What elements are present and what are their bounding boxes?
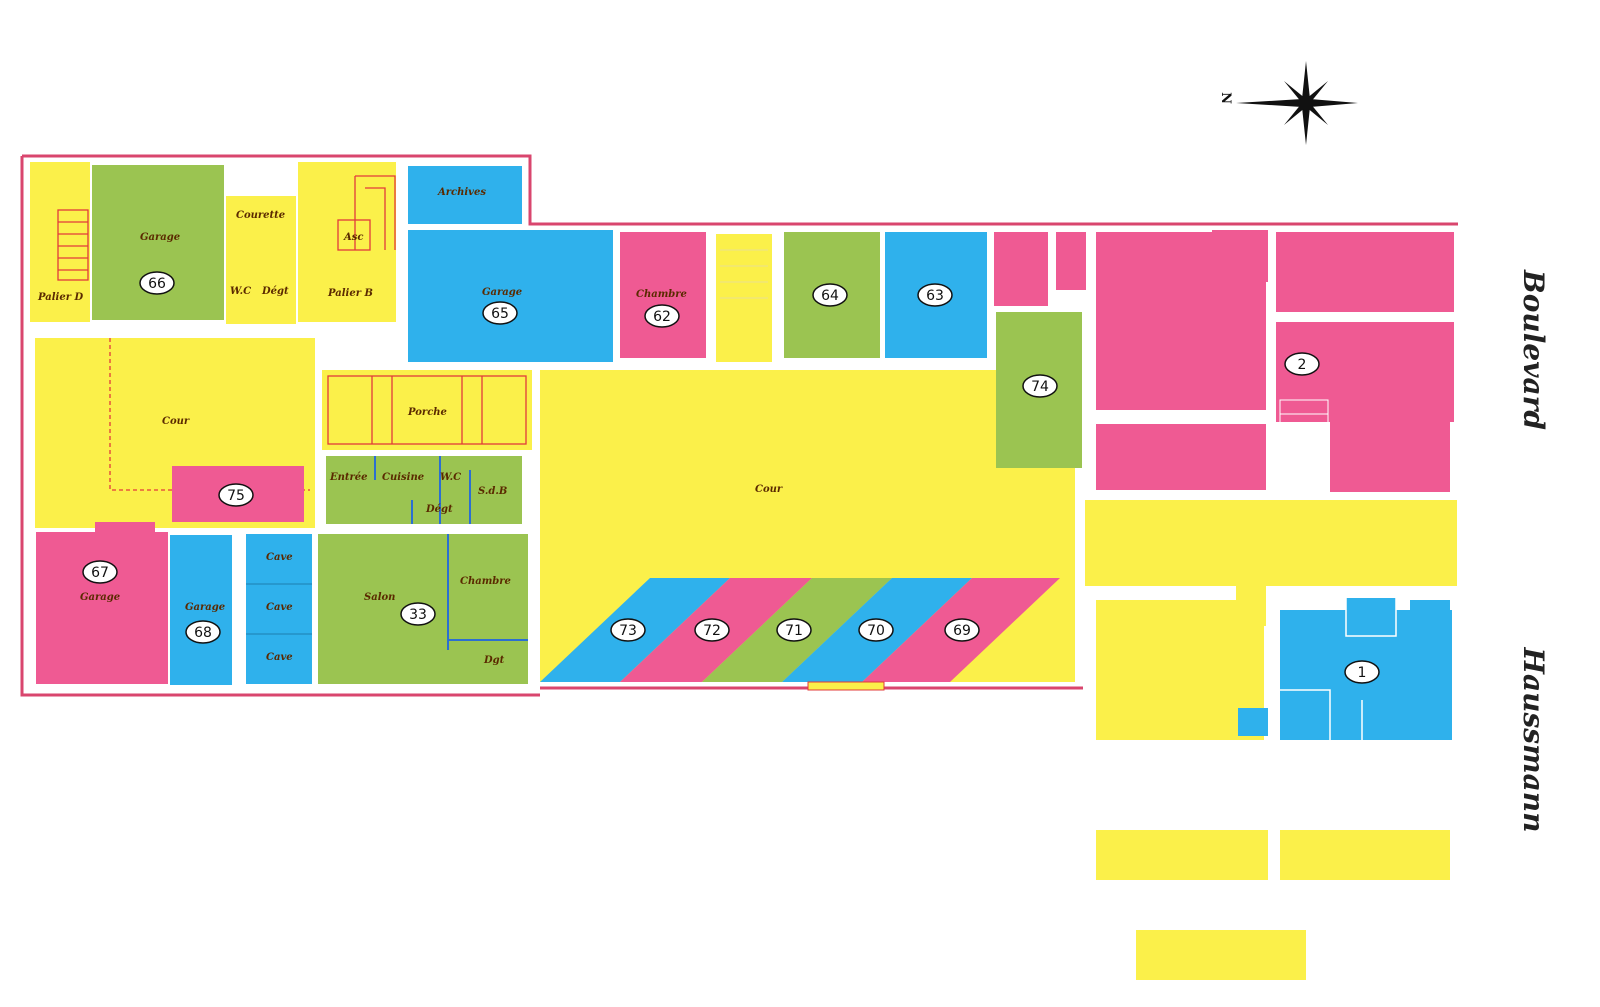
lot-badge-33 [400, 602, 436, 626]
lot-number-66: 66 [148, 276, 166, 292]
lot-number-63: 63 [926, 288, 944, 304]
room-label-cour-main: Cour [755, 484, 783, 495]
lot-number-70: 70 [867, 623, 885, 639]
lot-number-64: 64 [821, 288, 839, 304]
lot-number-1: 1 [1358, 665, 1367, 681]
lot-number-33: 33 [409, 607, 427, 623]
archives [408, 166, 522, 224]
garage-68 [170, 535, 232, 685]
lot-number-72: 72 [703, 623, 721, 639]
room-label-archives: Archives [437, 187, 486, 198]
room-label-cour-left: Cour [162, 416, 190, 427]
lot-badge-65 [482, 301, 518, 325]
caves [246, 534, 312, 684]
lot-2-stair-icon [1279, 399, 1329, 487]
lot-number-2: 2 [1298, 357, 1307, 373]
lot-number-62: 62 [653, 309, 671, 325]
lot-badge-69 [944, 618, 980, 642]
lot-badge-75 [218, 483, 254, 507]
room-label-asc: Asc [343, 232, 363, 243]
room-label-garage-67: Garage [80, 592, 120, 603]
lot-badge-2 [1284, 352, 1320, 376]
porche [322, 370, 532, 450]
lot-number-74: 74 [1031, 379, 1049, 395]
yellow-block-1 [1096, 830, 1268, 880]
lot-badge-63 [917, 283, 953, 307]
lot-badge-71 [776, 618, 812, 642]
yellow-block-3 [1136, 930, 1306, 980]
entree-cuisine [326, 456, 522, 524]
room-label-garage-66: Garage [140, 232, 180, 243]
lot-badge-72 [694, 618, 730, 642]
lot-badge-68 [185, 620, 221, 644]
compass-rose-icon [1236, 61, 1358, 145]
stair-b-area [298, 162, 396, 322]
lot-1-partitions [1280, 598, 1397, 740]
room-label-cave-3: Cave [266, 652, 293, 663]
room-label-palier-b: Palier B [327, 288, 373, 299]
passage [1085, 500, 1457, 586]
room-label-cave-1: Cave [266, 552, 293, 563]
lot-number-75: 75 [227, 488, 245, 504]
room-label-wc-top: W.C [230, 286, 251, 297]
compass-north-letter: N [1218, 92, 1233, 104]
lot-badge-64 [812, 283, 848, 307]
apartment-partitions [374, 456, 471, 524]
lot-2 [1096, 230, 1454, 492]
lot-badge-67 [82, 560, 118, 584]
room-label-chambre-62: Chambre [636, 289, 687, 300]
room-label-dgt-mid: Dégt [425, 504, 453, 515]
pink-small-2 [1056, 232, 1086, 290]
room-label-courette: Courette [236, 210, 285, 221]
lot-badge-70 [858, 618, 894, 642]
room-label-porche: Porche [407, 407, 447, 418]
lot-number-71: 71 [785, 623, 803, 639]
lot-badge-66 [139, 271, 175, 295]
room-label-cave-2: Cave [266, 602, 293, 613]
staircase-b-icon [337, 175, 396, 251]
stairwell-middle-lines-icon [720, 249, 768, 299]
lot-badge-73 [610, 618, 646, 642]
yellow-block-2 [1280, 830, 1450, 880]
street-name-boulevard: Boulevard [1517, 269, 1550, 430]
room-label-wc-mid: W.C [440, 472, 461, 483]
room-label-garage-68: Garage [185, 602, 225, 613]
room-label-garage-65: Garage [482, 287, 522, 298]
staircase-d-icon [57, 209, 89, 281]
garage-65 [408, 230, 613, 362]
chambre-62 [620, 232, 706, 358]
lot-number-69: 69 [953, 623, 971, 639]
garage-67 [36, 532, 168, 684]
lot-badge-1 [1344, 660, 1380, 684]
lot-badge-62 [644, 304, 680, 328]
street-name-haussmann: Haussmann [1517, 647, 1550, 833]
porche-structure-icon [327, 375, 527, 445]
pink-small-1 [994, 232, 1048, 306]
stair-d-area [30, 162, 90, 322]
salon-partitions [447, 534, 528, 650]
lot-number-65: 65 [491, 306, 509, 322]
lot-number-67: 67 [91, 565, 109, 581]
room-label-dgt-low: Dgt [483, 655, 505, 666]
lot-number-73: 73 [619, 623, 637, 639]
room-label-salon: Salon [364, 592, 395, 603]
lot-badge-74 [1022, 374, 1058, 398]
room-label-dgt-top: Dégt [261, 286, 289, 297]
blue-small [1238, 708, 1268, 736]
courette [226, 196, 296, 324]
room-label-entree: Entrée [329, 472, 368, 483]
lot-number-68: 68 [194, 625, 212, 641]
room-label-chambre-33: Chambre [460, 576, 511, 587]
room-label-palier-d: Palier D [37, 292, 83, 303]
room-label-cuisine: Cuisine [382, 472, 424, 483]
room-label-sdb: S.d.B [478, 486, 507, 497]
